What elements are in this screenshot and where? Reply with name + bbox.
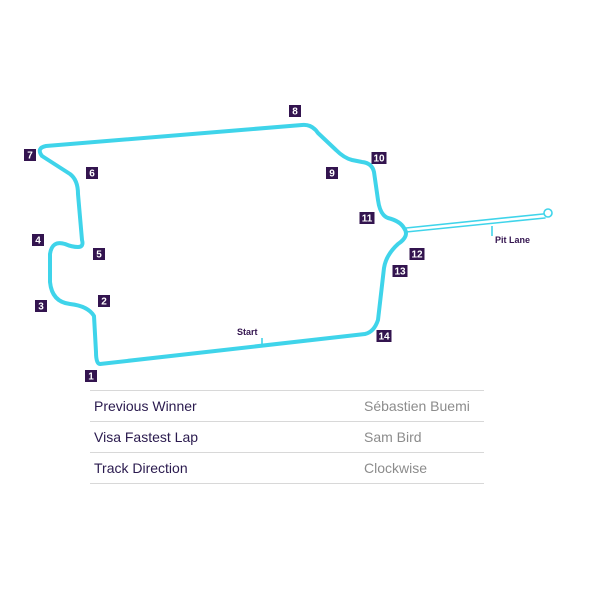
turn-badge-box	[85, 370, 97, 382]
circuit-path	[37, 122, 408, 366]
turn-badge-box	[359, 212, 375, 224]
turn-badge-label: 14	[378, 332, 390, 343]
info-row-value: Clockwise	[360, 452, 484, 484]
turn-badge-box	[392, 265, 408, 277]
pit-lane-path	[405, 213, 544, 229]
turn-badge-box	[32, 234, 44, 246]
info-row-value: Sébastien Buemi	[360, 390, 484, 422]
turn-badge-2: 2	[98, 295, 110, 308]
turn-badge-13: 13	[392, 265, 408, 278]
pit-lane-end-loop	[543, 208, 553, 218]
turn-badge-label: 12	[411, 250, 423, 261]
pit-lane-path	[405, 217, 546, 233]
turn-badge-label: 1	[88, 372, 94, 383]
turn-badge-box	[93, 248, 105, 260]
turn-badge-label: 7	[27, 151, 33, 162]
turn-badge-label: 2	[101, 297, 107, 308]
info-row-label: Track Direction	[90, 452, 360, 484]
pit-lane-label: Pit Lane	[495, 235, 530, 245]
turn-badge-label: 11	[362, 214, 373, 225]
turn-badge-9: 9	[326, 167, 338, 180]
turn-badge-5: 5	[93, 248, 105, 261]
turn-badge-label: 5	[96, 250, 102, 261]
info-row-label: Visa Fastest Lap	[90, 421, 360, 453]
turn-badge-8: 8	[289, 105, 301, 118]
turn-badge-11: 11	[359, 212, 375, 225]
start-label: Start	[237, 327, 258, 337]
turn-badge-label: 10	[373, 154, 385, 165]
turn-badge-box	[289, 105, 301, 117]
turn-badge-box	[35, 300, 47, 312]
turn-badge-box	[371, 152, 387, 164]
turn-badge-box	[86, 167, 98, 179]
info-row-value: Sam Bird	[360, 421, 484, 453]
turn-badge-box	[409, 248, 425, 260]
turn-badge-box	[326, 167, 338, 179]
turn-badge-label: 3	[38, 302, 44, 313]
turn-badge-6: 6	[86, 167, 98, 180]
turn-badge-label: 13	[394, 267, 406, 278]
turn-badge-1: 1	[85, 370, 97, 383]
turn-badge-label: 6	[89, 169, 95, 180]
turn-badge-box	[376, 330, 392, 342]
turn-badge-label: 4	[35, 236, 41, 247]
info-row-label: Previous Winner	[90, 390, 360, 422]
turn-badge-4: 4	[32, 234, 44, 247]
turn-badge-label: 9	[329, 169, 335, 180]
turn-badge-7: 7	[24, 149, 36, 162]
turn-badge-12: 12	[409, 248, 425, 261]
turn-badge-10: 10	[371, 152, 387, 165]
turn-badge-box	[24, 149, 36, 161]
turn-badge-3: 3	[35, 300, 47, 313]
turn-badge-box	[98, 295, 110, 307]
turn-badge-label: 8	[292, 107, 298, 118]
turn-badge-14: 14	[376, 330, 392, 343]
